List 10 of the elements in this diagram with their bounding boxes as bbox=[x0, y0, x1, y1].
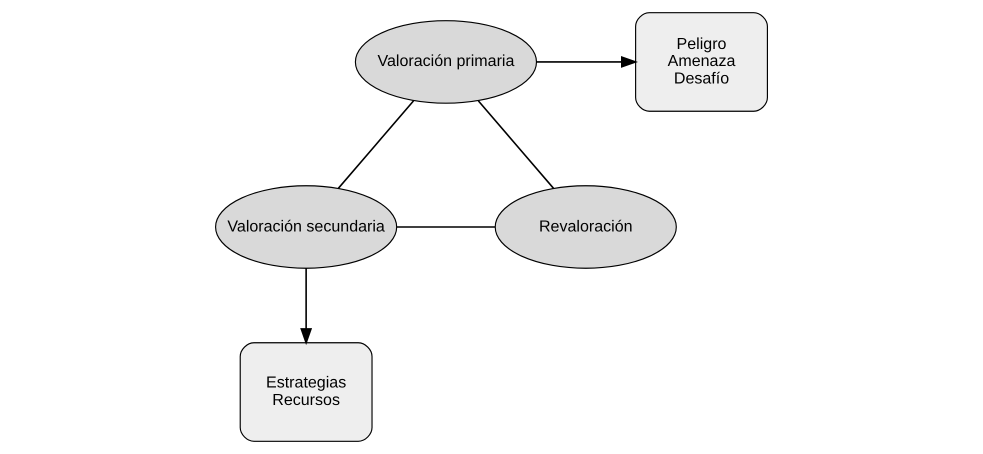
arrow bbox=[300, 268, 312, 346]
node-ellipse: Revaloración bbox=[494, 185, 677, 269]
connector bbox=[396, 226, 495, 228]
node-box: Peligro Amenaza Desafío bbox=[635, 12, 768, 112]
arrow bbox=[536, 56, 638, 68]
node-box: Estrategias Recursos bbox=[240, 342, 373, 442]
connector bbox=[338, 100, 414, 189]
node-ellipse: Valoración secundaria bbox=[215, 185, 398, 269]
node-ellipse: Valoración primaria bbox=[354, 20, 538, 104]
connector bbox=[478, 100, 554, 189]
